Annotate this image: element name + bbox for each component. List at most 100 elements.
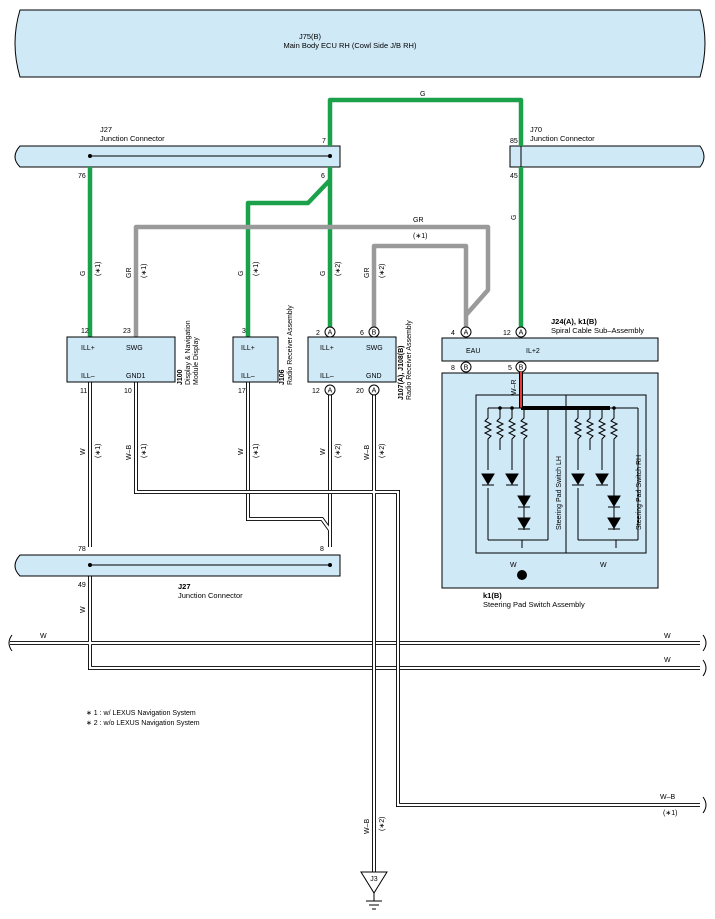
wire-gr-top: GR: [413, 217, 424, 224]
wire-wb-j107: W–B: [364, 445, 371, 461]
spiral-con-a2-lbl: A: [519, 330, 524, 337]
j27-top-code: J27: [100, 125, 112, 134]
wire-gr-j107: GR: [364, 268, 371, 279]
j107-con-a-bot: [324, 384, 336, 396]
note-1: ∗ 1 : w/ LEXUS Navigation System: [86, 710, 196, 717]
j70-name: Junction Connector: [530, 134, 595, 143]
spiral-pin4: 4: [451, 330, 455, 337]
j100-name2: Module Display: [193, 337, 200, 385]
j107-lbl-gnd: GND: [366, 373, 382, 380]
switch-rh-resistors: [573, 407, 639, 541]
spiral-code: J24(A), k1(B): [551, 317, 597, 326]
wire-w-rh: W: [600, 562, 607, 569]
j107-lbl-swg: SWG: [366, 345, 383, 352]
j106-code: J106: [279, 369, 286, 385]
switch-lh-node-2: [510, 406, 514, 410]
j100-pin10: 10: [124, 388, 132, 395]
j70-code: J70: [530, 125, 542, 134]
wire-w-j100-note: (∗1): [95, 444, 102, 458]
j100-lbl-swg: SWG: [126, 345, 143, 352]
j107-con-a-gnd-lbl: A: [372, 388, 377, 395]
j107-con-b-top: [368, 326, 380, 338]
j27-top-pin76: 76: [78, 173, 86, 180]
j106-pin17: 17: [238, 388, 246, 395]
wire-gr-top-note: (∗1): [413, 233, 427, 240]
wire-gr-j100: GR: [126, 268, 133, 279]
j107-pin12: 12: [312, 388, 320, 395]
j27-bottom-node-8: [328, 563, 332, 567]
wire-g-j107-note: (∗2): [335, 262, 342, 276]
wire-wb-j100: W–B: [126, 445, 133, 461]
j107-con-a-top-lbl: A: [328, 330, 333, 337]
wire-wb-right-note: (∗1): [663, 810, 677, 817]
wire-gr-j107-note: (∗2): [379, 264, 386, 278]
ecu-code: J75(B): [299, 32, 322, 41]
switch-assy-code: k1(B): [483, 591, 502, 600]
wire-wb-right: W–B: [660, 794, 676, 801]
j27-top-pin7: 7: [322, 138, 326, 145]
wire-w-j106-note: (∗1): [253, 444, 260, 458]
wire-w-j27b: W: [80, 606, 87, 613]
j107-lbl-ill-plus: ILL+: [320, 345, 334, 352]
j70-bar: [509, 145, 705, 168]
switch-rh-box: [565, 394, 647, 554]
j107-pin20: 20: [356, 388, 364, 395]
spiral-con-a1-lbl: A: [464, 330, 469, 337]
spiral-con-b2-lbl: B: [519, 365, 524, 372]
ground-icon: [366, 893, 382, 910]
wire-wb-ground: W–B: [364, 819, 371, 835]
j107-con-b-top-lbl: B: [372, 330, 377, 337]
switch-lh-node-3: [522, 406, 526, 410]
main-body-ecu-bar: [14, 9, 706, 78]
j100-lbl-ill-minus: ILL–: [81, 373, 95, 380]
spiral-lbl-eau: EAU: [466, 348, 480, 355]
switch-lh-resistors: [483, 407, 549, 541]
j27-top-node-76: [88, 154, 92, 158]
wire-w-right1: W: [664, 633, 671, 640]
j100-name1: Display & Navigation: [185, 320, 192, 385]
wire-gr-j100-note: (∗1): [141, 264, 148, 278]
j106-pin3: 3: [242, 328, 246, 335]
ecu-name: Main Body ECU RH (Cowl Side J/B RH): [284, 41, 417, 50]
ground-j3-triangle: [360, 871, 388, 894]
switch-rh-node-3: [612, 406, 616, 410]
j107-name: Radio Receiver Assembly: [406, 320, 413, 400]
wire-g-j70: G: [511, 215, 518, 220]
j27-top-name: Junction Connector: [100, 134, 165, 143]
switch-lh-leds: [481, 473, 531, 530]
wire-wb-j107-note: (∗2): [379, 444, 386, 458]
j106-lbl-ill-minus: ILL–: [241, 373, 255, 380]
switch-ground-node: [517, 570, 527, 580]
gray-wires: [133, 224, 491, 337]
wire-w-lh: W: [510, 562, 517, 569]
wire-w-left: W: [40, 633, 47, 640]
wire-w-j107: W: [320, 448, 327, 455]
j107-con-a-top: [324, 326, 336, 338]
wire-g-j106-note: (∗1): [253, 262, 260, 276]
j100-lbl-ill-plus: ILL+: [81, 345, 95, 352]
j107-box: [307, 336, 397, 383]
j100-pin23: 23: [123, 328, 131, 335]
spiral-name: Spiral Cable Sub–Assembly: [551, 326, 644, 335]
j107-pin6: 6: [360, 330, 364, 337]
ground-j3-code: J3: [370, 876, 378, 883]
j27-bottom-pin49: 49: [78, 582, 86, 589]
switch-rh-label: Steering Pad Switch RH: [636, 455, 643, 530]
j27-bottom-name: Junction Connector: [178, 591, 243, 600]
wire-g-j100: G: [80, 271, 87, 276]
switch-assy-name: Steering Pad Switch Assembly: [483, 600, 585, 609]
switch-lh-node-1: [498, 406, 502, 410]
j107-con-a-bot-lbl: A: [328, 388, 333, 395]
wb-wires: [134, 382, 700, 872]
j106-box: [232, 336, 279, 383]
wire-g-top: G: [420, 91, 425, 98]
wire-g-j107: G: [320, 271, 327, 276]
j27-bottom-code: J27: [178, 582, 191, 591]
wire-wb-j100-note: (∗1): [141, 444, 148, 458]
spiral-lbl-il2: IL+2: [526, 348, 540, 355]
j27-top-pin6: 6: [321, 173, 325, 180]
spiral-pin5: 5: [508, 365, 512, 372]
j70-pin45: 45: [510, 173, 518, 180]
j100-code: J100: [177, 369, 184, 385]
